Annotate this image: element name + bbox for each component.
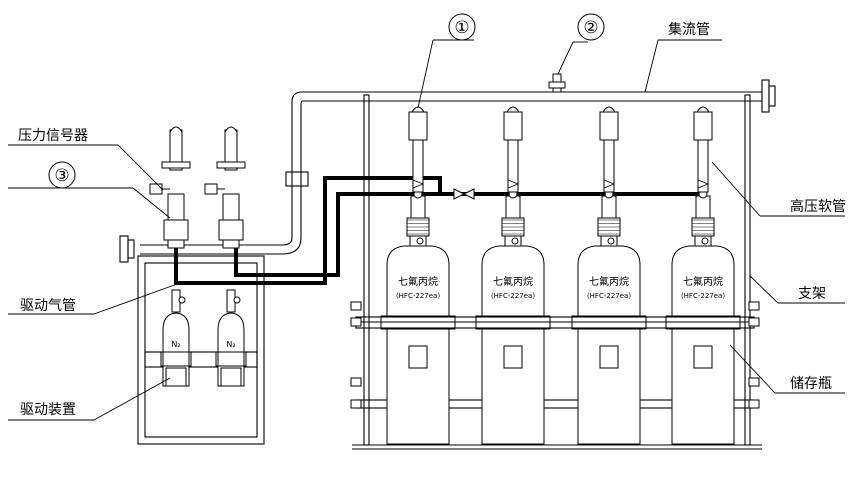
cylinder-agent-code: (HFC-227ea) (396, 292, 440, 300)
cylinder-agent-code: (HFC-227ea) (491, 292, 535, 300)
cylinder-agent-code: (HFC-227ea) (681, 292, 725, 300)
bottle-clamp (215, 351, 247, 367)
label-bracket: 支架 (798, 286, 826, 302)
cylinder-lower-body (481, 327, 545, 445)
bottle-gas-label: N₂ (226, 340, 235, 349)
label-drive-device: 驱动装置 (20, 402, 76, 418)
storage-cylinder-1: 七氟丙烷 (HFC-227ea) (380, 106, 456, 445)
callout-1: ① (454, 18, 469, 38)
cylinder-agent-name: 七氟丙烷 (493, 275, 533, 288)
check-valve (408, 111, 428, 141)
solenoid-valve (163, 219, 189, 241)
pressure-gauge (416, 237, 424, 245)
flange (161, 161, 191, 169)
hose-fitting (603, 179, 616, 189)
cylinder-upper-body (577, 245, 641, 318)
check-valve (693, 111, 713, 141)
check-valve-cap (411, 106, 425, 113)
cylinder-agent-name: 七氟丙烷 (398, 275, 438, 288)
pressure-gauge (701, 237, 709, 245)
cylinder-agent-code: (HFC-227ea) (587, 292, 631, 300)
valve-actuator (505, 195, 521, 219)
check-valve (599, 111, 619, 141)
cylinder-upper-body (671, 245, 735, 318)
storage-cylinder-4: 七氟丙烷 (HFC-227ea) (665, 106, 741, 445)
bottle-clamp (160, 351, 192, 367)
bracket-bolt-5 (350, 377, 362, 387)
hose-fitting (507, 179, 520, 189)
solenoid-body (167, 193, 185, 221)
cylinder-clamp (665, 315, 741, 330)
leader-lines (8, 39, 845, 421)
storage-cylinder-3: 七氟丙烷 (HFC-227ea) (571, 106, 647, 445)
solenoid-body (222, 193, 240, 221)
bracket-bolt-4 (748, 399, 760, 409)
storage-cylinders: 七氟丙烷 (HFC-227ea) 七氟丙烷 (HFC-227ea) 七氟丙烷 (HFC-2… (350, 106, 760, 445)
cylinder-clamp (571, 315, 647, 330)
cylinder-upper-body (481, 245, 545, 318)
label-storage-cylinder: 储存瓶 (790, 376, 832, 392)
callout-3: ③ (54, 166, 69, 186)
solenoid-valve (218, 219, 244, 241)
bracket-bolt-1 (350, 317, 362, 327)
valve-actuator (695, 195, 711, 219)
callout-2: ② (583, 18, 598, 38)
storage-cylinder-2: 七氟丙烷 (HFC-227ea) (475, 106, 551, 445)
check-valve (503, 111, 523, 141)
selector-valve (453, 188, 475, 200)
drive-devices: N₂ N₂ (149, 126, 247, 387)
label-drive-gas-pipe: 驱动气管 (20, 298, 76, 314)
bracket-bolt-7 (350, 301, 362, 311)
bottle-gas-label: N₂ (171, 340, 180, 349)
pressure-switch (204, 183, 218, 195)
bottle-gauge (233, 296, 241, 304)
callout-circles (48, 13, 605, 189)
bottle-window (220, 367, 242, 387)
cylinder-clamp (380, 315, 456, 330)
bottle-window (165, 367, 187, 387)
drive-device-cabinet (137, 255, 265, 445)
bracket-bolt-3 (350, 399, 362, 409)
drive-bottle-2: N₂ (204, 126, 247, 387)
valve-actuator (601, 195, 617, 219)
pipe-break (169, 126, 183, 133)
check-valve-cap (506, 106, 520, 113)
cylinder-window (408, 345, 428, 369)
cylinder-lower-body (577, 327, 641, 445)
cylinder-clamp (475, 315, 551, 330)
check-valve-cap (696, 106, 710, 113)
cylinder-lower-body (386, 327, 450, 445)
cylinder-window (599, 345, 619, 369)
check-valve-cap (602, 106, 616, 113)
cylinder-window (693, 345, 713, 369)
hose-fitting (697, 179, 710, 189)
pressure-gauge (511, 237, 519, 245)
bracket-bolt-8 (748, 301, 760, 311)
pipe-break (224, 126, 238, 133)
cylinder-upper-body (386, 245, 450, 318)
label-pressure-switch: 压力信号器 (18, 128, 88, 144)
cylinder-agent-name: 七氟丙烷 (683, 275, 723, 288)
label-header-pipe: 集流管 (668, 21, 710, 38)
pressure-switch (149, 183, 163, 195)
pressure-gauge (607, 237, 615, 245)
bracket-bolt-6 (748, 377, 760, 387)
valve-base (167, 239, 185, 249)
cylinder-agent-name: 七氟丙烷 (589, 275, 629, 288)
hose-fitting (412, 179, 425, 189)
valve-base (222, 239, 240, 249)
cylinder-lower-body (671, 327, 735, 445)
bottle-gauge (178, 296, 186, 304)
bracket-bolt-2 (748, 317, 760, 327)
cylinder-window (503, 345, 523, 369)
drive-bottle-1: N₂ (149, 126, 192, 387)
valve-actuator (410, 195, 426, 219)
label-high-pressure-hose: 高压软管 (790, 198, 846, 215)
manifold-pipe (119, 79, 776, 263)
flange (216, 161, 246, 169)
safety-valve (548, 73, 566, 93)
